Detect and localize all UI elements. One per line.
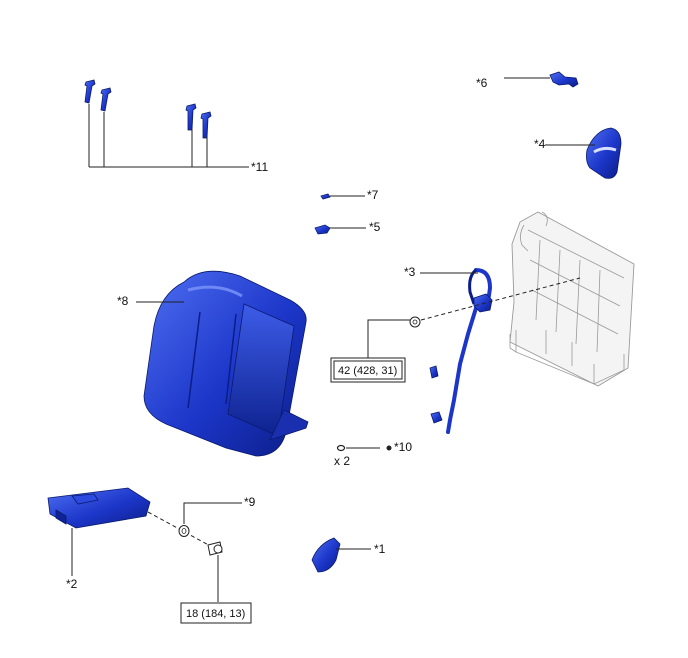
leader-11	[88, 104, 249, 168]
part-3	[420, 268, 493, 434]
part-5	[314, 224, 366, 235]
seatback-frame	[509, 211, 635, 387]
callout-8: *8	[117, 294, 129, 308]
part-7	[320, 193, 365, 200]
clip-pin	[84, 79, 96, 104]
callout-7: *7	[367, 188, 379, 202]
bolt-18	[207, 541, 223, 602]
torque-box-upper: 42 (428, 31)	[330, 357, 406, 383]
callout-10: *10	[394, 440, 412, 454]
callout-6: *6	[476, 76, 488, 90]
callout-5: *5	[369, 220, 381, 234]
torque-box-lower: 18 (184, 13)	[180, 602, 252, 624]
clip-pin	[185, 103, 197, 131]
callout-2: *2	[66, 577, 78, 591]
callout-11: *11	[251, 160, 268, 174]
clip-pin	[100, 87, 112, 112]
quantity-note: x 2	[334, 454, 350, 468]
callout-1: *1	[374, 542, 386, 556]
callout-4: *4	[534, 137, 546, 151]
part-9	[178, 502, 242, 537]
part-4	[545, 127, 622, 179]
part-2	[47, 487, 215, 576]
nut-42	[367, 277, 581, 358]
part-6	[504, 71, 579, 88]
clip-set-11	[84, 79, 249, 168]
part-8	[136, 270, 309, 457]
callout-9: *9	[244, 495, 256, 509]
torque-value-lower: 18 (184, 13)	[186, 608, 245, 620]
part-1	[311, 537, 371, 573]
clip-pin	[200, 111, 212, 139]
torque-value-upper: 42 (428, 31)	[338, 365, 397, 377]
callout-3: *3	[404, 265, 416, 279]
part-10	[336, 444, 392, 452]
